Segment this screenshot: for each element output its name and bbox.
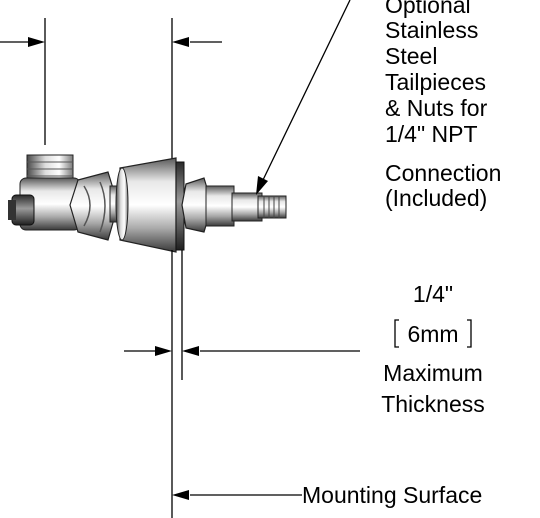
thickness-imperial: 1/4" <box>413 281 453 307</box>
callout-text: Optional Stainless Steel Tailpieces & Nu… <box>385 0 501 211</box>
callout-line-2: Stainless <box>385 17 478 43</box>
threaded-shank <box>205 185 235 227</box>
valve-assembly <box>8 154 287 253</box>
top-dimension <box>0 18 222 170</box>
thickness-arrow-right <box>182 346 199 356</box>
callout-leader <box>256 0 351 195</box>
callout-line-7: Connection <box>385 160 501 186</box>
callout-arrowhead <box>256 176 268 195</box>
thickness-metric: 6mm <box>407 321 458 347</box>
hex-nut-right <box>181 177 213 233</box>
callout-line-1: Optional <box>385 0 471 18</box>
callout-line-3: Steel <box>385 43 437 69</box>
arrowhead-left <box>28 37 45 47</box>
thickness-dimension <box>124 250 360 518</box>
callout-line-6: 1/4" NPT <box>385 121 478 147</box>
thickness-arrow-left <box>155 346 172 356</box>
metric-bracket <box>394 319 472 348</box>
arrowhead-right <box>172 37 189 47</box>
thickness-caption-2: Thickness <box>381 391 485 417</box>
mounting-surface-label: Mounting Surface <box>302 482 482 508</box>
mounting-surface-callout <box>172 490 302 500</box>
hex-nut-left <box>69 171 119 241</box>
callout-line-8: (Included) <box>385 185 487 211</box>
thickness-caption-1: Maximum <box>383 360 483 386</box>
mounting-arrowhead <box>172 490 189 500</box>
tailpiece-threads <box>257 195 287 219</box>
callout-line-5: & Nuts for <box>385 95 488 121</box>
callout-line-4: Tailpieces <box>385 69 486 95</box>
